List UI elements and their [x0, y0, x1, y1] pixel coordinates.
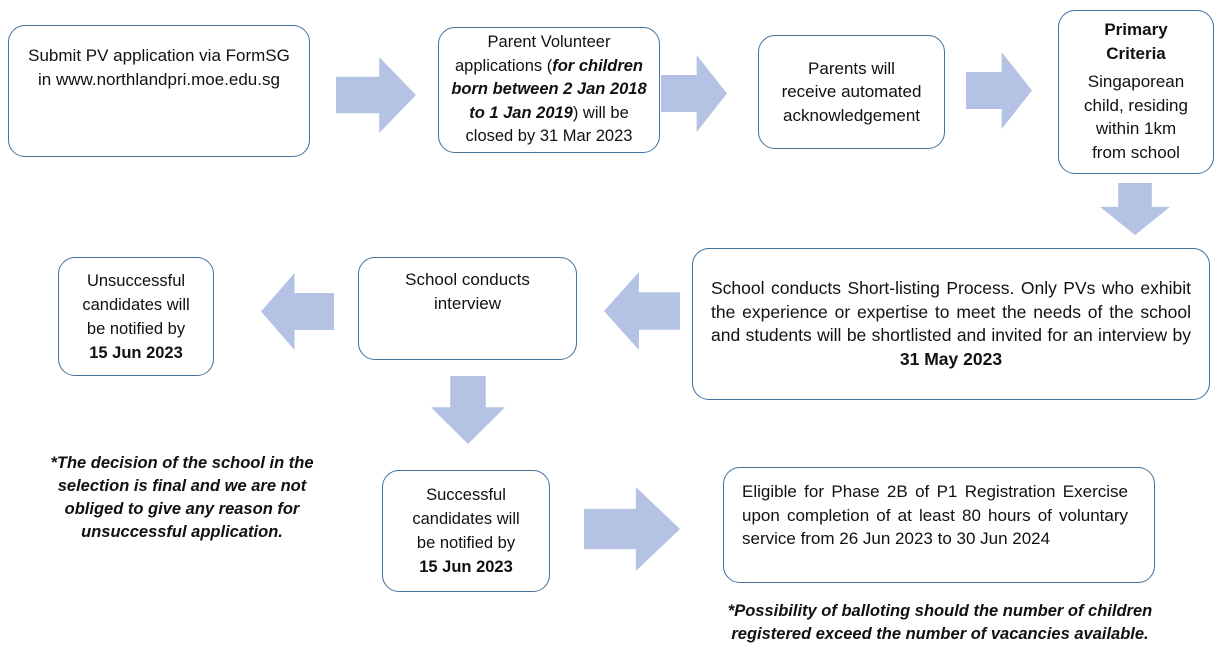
step-unsuccessful-text: Unsuccessful candidates will be notified… — [82, 271, 190, 362]
flow-arrow-down-1 — [1100, 183, 1170, 235]
flow-arrow-left-2 — [261, 273, 334, 350]
step-interview: School conducts interview — [358, 257, 577, 360]
step-unsuccessful-notification: Unsuccessful candidates will be notified… — [58, 257, 214, 376]
step-submit-application-text: Submit PV application via FormSG in www.… — [28, 46, 290, 89]
note-decision-final: *The decision of the school in the selec… — [50, 454, 314, 541]
flow-arrow-left-1 — [604, 272, 680, 350]
step-acknowledgement-text: Parents will receive automated acknowled… — [781, 58, 922, 125]
step-successful-notification: Successful candidates will be notified b… — [382, 470, 550, 592]
primary-criteria-title: Primary Criteria — [1104, 20, 1168, 63]
step-acknowledgement: Parents will receive automated acknowled… — [758, 35, 945, 149]
flow-arrow-down-2 — [431, 376, 505, 444]
primary-criteria-body: Singaporean child, residing within 1km f… — [1084, 72, 1188, 162]
flow-arrow-right-3 — [966, 52, 1032, 129]
step-applications-closing: Parent Volunteer applications (for child… — [438, 27, 660, 153]
step-eligible-phase2b: Eligible for Phase 2B of P1 Registration… — [723, 467, 1155, 583]
note-balloting: *Possibility of balloting should the num… — [727, 602, 1153, 643]
step-shortlisting: School conducts Short-listing Process. O… — [692, 248, 1210, 400]
step-eligible-text: Eligible for Phase 2B of P1 Registration… — [742, 482, 1128, 548]
flow-arrow-right-2 — [661, 55, 727, 132]
step-submit-application: Submit PV application via FormSG in www.… — [8, 25, 310, 157]
step-primary-criteria: Primary Criteria Singaporean child, resi… — [1058, 10, 1214, 174]
flow-arrow-right-1 — [336, 57, 416, 133]
step-interview-text: School conducts interview — [405, 270, 530, 313]
step-successful-text: Successful candidates will be notified b… — [412, 486, 520, 576]
step-shortlisting-text: School conducts Short-listing Process. O… — [711, 278, 1191, 369]
step-applications-closing-text: Parent Volunteer applications (for child… — [451, 33, 647, 145]
flow-arrow-right-4 — [584, 487, 680, 571]
